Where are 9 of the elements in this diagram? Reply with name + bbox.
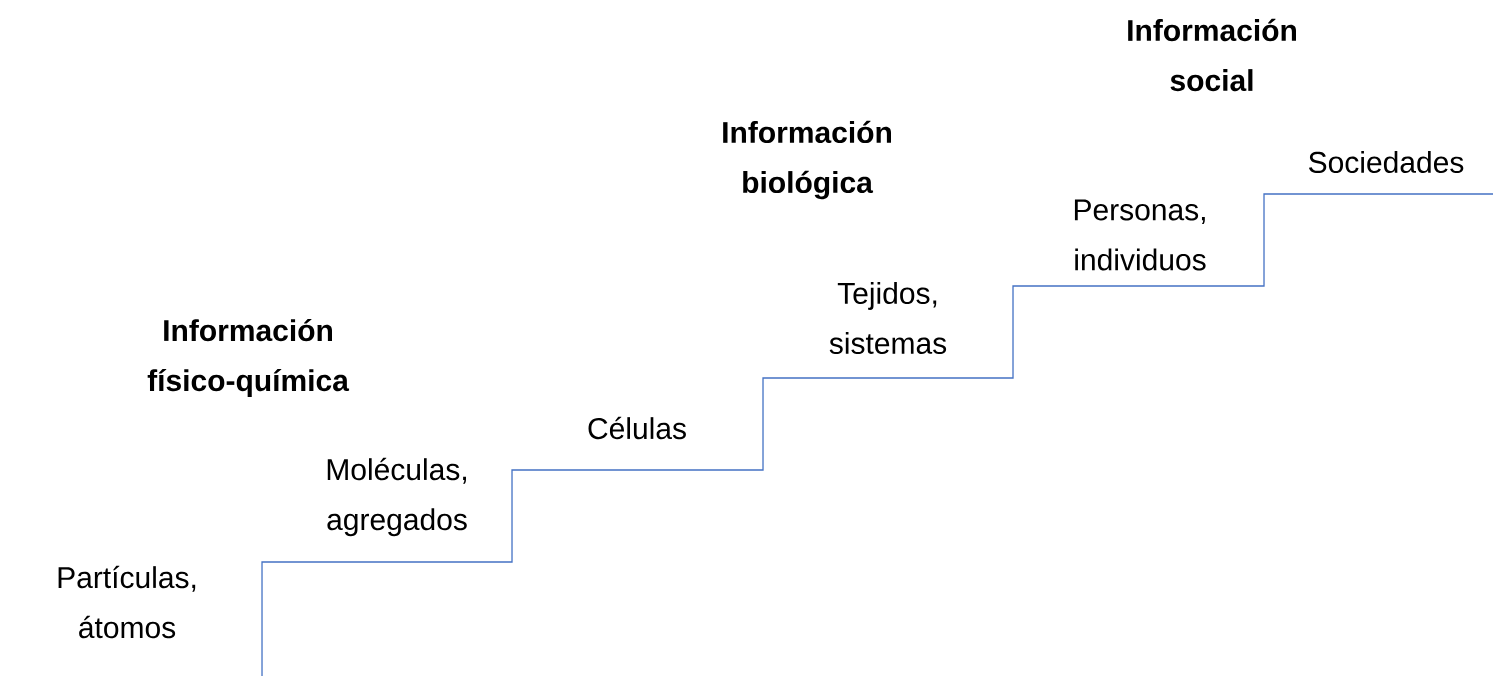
heading: Información biológica	[723, 120, 891, 200]
heading: Información social	[1128, 18, 1296, 92]
level-label: Partículas, átomos	[58, 565, 196, 639]
level-label: Tejidos, sistemas	[829, 282, 947, 354]
level-label: Personas, individuos	[1074, 199, 1206, 271]
level-label: Células	[588, 416, 686, 440]
heading: Información físico-química	[147, 318, 350, 398]
level-label: Moléculas, agregados	[327, 457, 467, 537]
level-label: Sociedades	[1308, 151, 1464, 173]
